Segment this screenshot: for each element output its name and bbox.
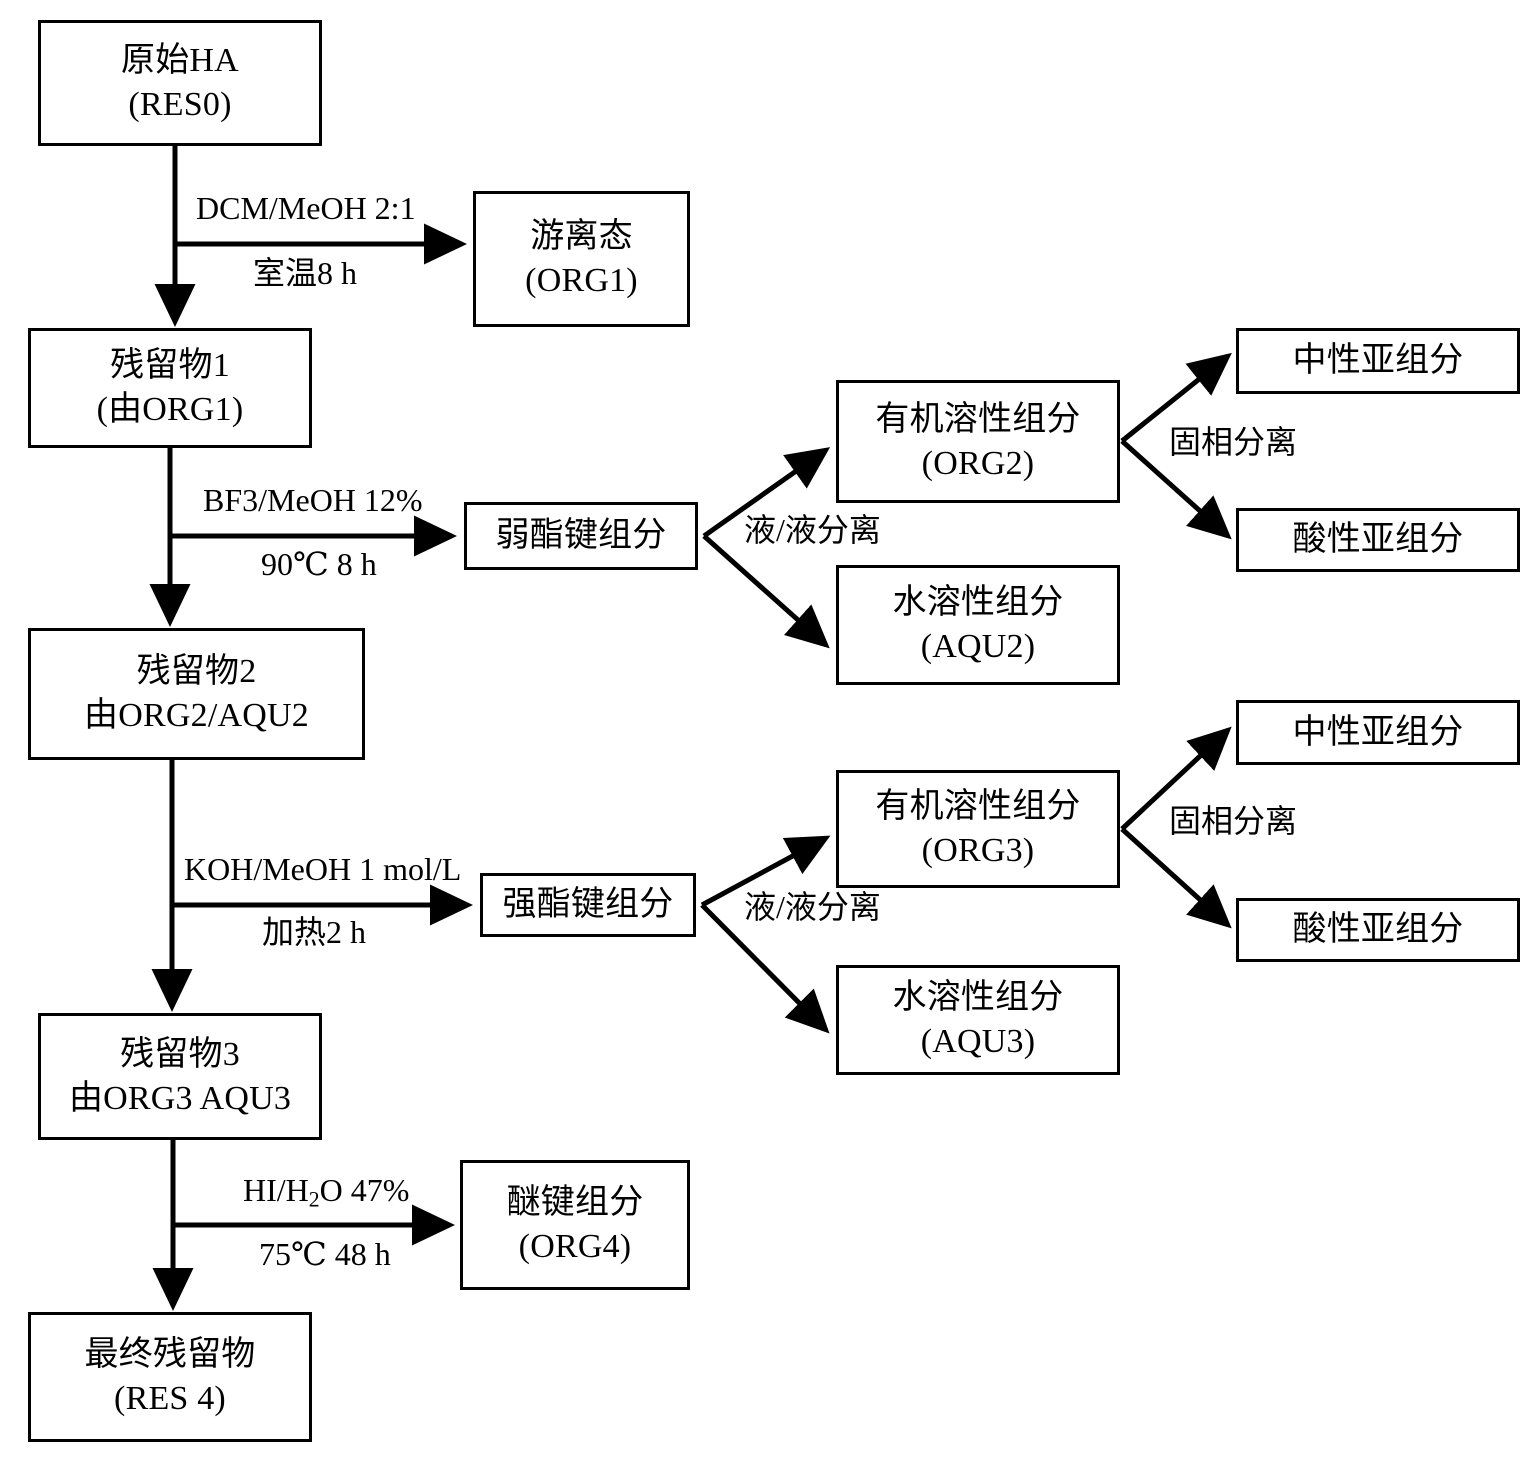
node-neutral-subfraction-2[interactable]: 中性亚组分 — [1236, 700, 1520, 765]
node-final-residue-res4-line1: 最终残留物 — [84, 1336, 256, 1374]
edge-label-step4-reagent-post: O 47% — [319, 1172, 410, 1208]
edge-label-liquid-split-2: 液/液分离 — [744, 889, 881, 925]
node-org3[interactable]: 有机溶性组分 (ORG3) — [836, 770, 1120, 888]
node-residue-2-line1: 残留物2 — [136, 653, 257, 691]
node-residue-1-line2: (由ORG1) — [96, 391, 244, 428]
node-ether-fraction-org4-line1: 醚键组分 — [506, 1184, 644, 1222]
node-aqu3[interactable]: 水溶性组分 (AQU3) — [836, 965, 1120, 1075]
node-free-state-org1[interactable]: 游离态 (ORG1) — [473, 191, 690, 327]
node-residue-3[interactable]: 残留物3 由ORG3 AQU3 — [38, 1013, 322, 1140]
connector-org3-acidic2 — [1120, 827, 1232, 929]
node-org2-line1: 有机溶性组分 — [875, 400, 1081, 438]
node-org3-line1: 有机溶性组分 — [875, 788, 1081, 826]
edge-label-solid-split-2: 固相分离 — [1169, 803, 1298, 839]
edge-label-step2-condition: 90℃ 8 h — [261, 546, 377, 582]
edge-label-step4-reagent: HI/H2O 47% — [243, 1172, 410, 1212]
node-aqu3-line2: (AQU3) — [920, 1023, 1036, 1060]
node-original-ha[interactable]: 原始HA (RES0) — [38, 20, 322, 146]
node-neutral-subfraction-1-line1: 中性亚组分 — [1292, 342, 1464, 380]
node-ether-fraction-org4-line2: (ORG4) — [518, 1228, 632, 1265]
node-acidic-subfraction-2[interactable]: 酸性亚组分 — [1236, 898, 1520, 962]
edge-label-step4-reagent-pre: HI/H — [243, 1172, 309, 1208]
node-org2[interactable]: 有机溶性组分 (ORG2) — [836, 380, 1120, 503]
edge-label-step4-condition: 75℃ 48 h — [259, 1236, 391, 1272]
edge-label-step2-reagent: BF3/MeOH 12% — [203, 482, 423, 518]
node-aqu2-line2: (AQU2) — [920, 628, 1036, 665]
edge-label-step1-reagent: DCM/MeOH 2:1 — [196, 190, 416, 226]
edge-label-liquid-split-1: 液/液分离 — [744, 512, 881, 548]
connector-weakester-aqu2 — [702, 534, 830, 649]
node-org3-line2: (ORG3) — [921, 832, 1035, 869]
node-aqu2-line1: 水溶性组分 — [892, 584, 1064, 622]
node-final-residue-res4-line2: (RES 4) — [114, 1380, 226, 1417]
node-residue-3-line2: 由ORG3 AQU3 — [68, 1079, 292, 1117]
edge-label-step3-reagent: KOH/MeOH 1 mol/L — [184, 851, 462, 887]
node-ether-fraction-org4[interactable]: 醚键组分 (ORG4) — [460, 1160, 690, 1290]
node-free-state-org1-line1: 游离态 — [530, 218, 633, 256]
edge-label-step3-condition: 加热2 h — [262, 914, 367, 950]
node-acidic-subfraction-1-line1: 酸性亚组分 — [1292, 521, 1464, 559]
node-final-residue-res4[interactable]: 最终残留物 (RES 4) — [28, 1312, 312, 1442]
edge-label-step4-reagent-sub: 2 — [308, 1187, 320, 1212]
node-residue-1-line1: 残留物1 — [110, 347, 230, 385]
node-residue-2-line2: 由ORG2/AQU2 — [84, 697, 309, 734]
node-org2-line2: (ORG2) — [921, 444, 1035, 482]
node-aqu3-line1: 水溶性组分 — [892, 979, 1064, 1017]
node-strong-ester-fraction-line1: 强酯键组分 — [502, 886, 674, 924]
node-weak-ester-fraction[interactable]: 弱酯键组分 — [464, 502, 698, 570]
edge-label-step1-condition: 室温8 h — [253, 255, 358, 291]
node-weak-ester-fraction-line1: 弱酯键组分 — [495, 517, 667, 555]
edge-label-solid-split-1: 固相分离 — [1169, 424, 1298, 460]
node-residue-1[interactable]: 残留物1 (由ORG1) — [28, 328, 312, 448]
node-acidic-subfraction-1[interactable]: 酸性亚组分 — [1236, 508, 1520, 572]
node-neutral-subfraction-2-line1: 中性亚组分 — [1292, 713, 1464, 751]
node-original-ha-line2: (RES0) — [128, 86, 232, 123]
node-original-ha-line1: 原始HA — [121, 42, 239, 80]
node-free-state-org1-line2: (ORG1) — [525, 262, 638, 299]
node-neutral-subfraction-1[interactable]: 中性亚组分 — [1236, 328, 1520, 394]
node-residue-3-line1: 残留物3 — [120, 1035, 240, 1073]
node-acidic-subfraction-2-line1: 酸性亚组分 — [1292, 911, 1464, 949]
node-residue-2[interactable]: 残留物2 由ORG2/AQU2 — [28, 628, 365, 760]
node-strong-ester-fraction[interactable]: 强酯键组分 — [480, 873, 696, 937]
node-aqu2[interactable]: 水溶性组分 (AQU2) — [836, 565, 1120, 685]
